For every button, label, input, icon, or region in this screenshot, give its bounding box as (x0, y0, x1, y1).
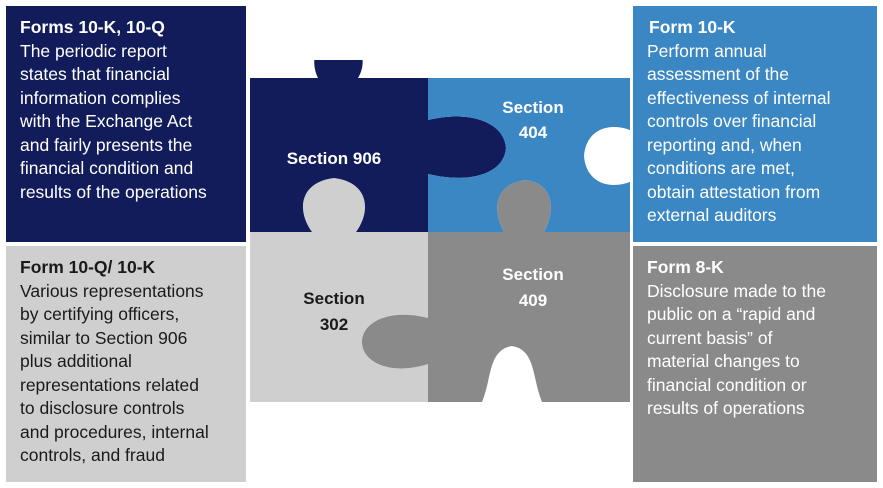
form-10q-10k-box: Form 10-Q/ 10-K Various representations … (6, 246, 246, 482)
box-title: Form 10-K (649, 17, 736, 37)
puzzle-piece-section-404 (428, 78, 630, 232)
box-title: Form 10-Q/ 10-K (20, 257, 156, 277)
section-409-label-line1: Section (502, 265, 563, 284)
section-404-label-line1: Section (502, 98, 563, 117)
forms-10k-10q-box: Forms 10-K, 10-Q The periodic report sta… (6, 6, 246, 242)
puzzle-piece-section-906 (250, 60, 506, 232)
form-8k-box: Form 8-K Disclosure made to the public o… (633, 246, 877, 482)
section-409-label-line2: 409 (519, 291, 547, 310)
puzzle-piece-section-302 (250, 178, 428, 402)
section-906-label: Section 906 (287, 149, 382, 168)
box-body: The periodic report states that financia… (20, 40, 207, 202)
box-body: Disclosure made to the public on a “rapi… (647, 280, 826, 419)
section-404-label-line2: 404 (519, 123, 548, 142)
puzzle-piece-section-409 (362, 180, 630, 402)
section-302-label-line2: 302 (320, 315, 348, 334)
form-10k-box: Form 10-K Perform annual assessment of t… (633, 6, 877, 242)
section-302-label-line1: Section (303, 289, 364, 308)
box-title: Forms 10-K, 10-Q (20, 17, 165, 37)
puzzle-diagram: Section 906 Section 404 Section 302 Sect… (250, 60, 630, 402)
box-body: Perform annual assessment of the effecti… (647, 40, 831, 226)
box-title: Form 8-K (647, 257, 724, 277)
box-body: Various representations by certifying of… (20, 280, 209, 466)
